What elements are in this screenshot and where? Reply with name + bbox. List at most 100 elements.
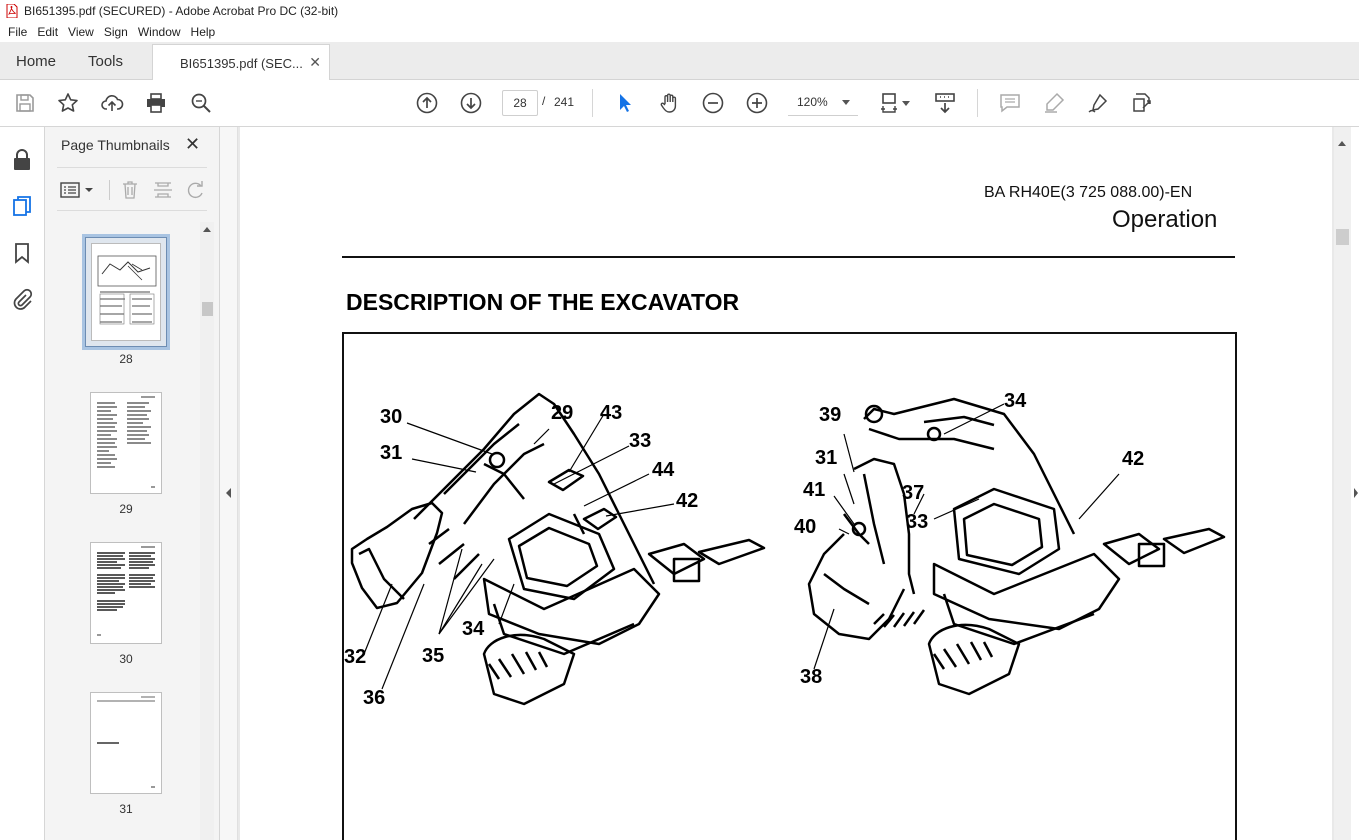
callout-label: 39	[819, 404, 842, 426]
zoom-out-button[interactable]	[700, 90, 726, 116]
tab-home[interactable]: Home	[16, 52, 57, 70]
close-icon[interactable]: ✕	[185, 134, 201, 154]
options-menu-icon[interactable]	[60, 181, 96, 199]
print-button[interactable]	[143, 90, 169, 116]
fill-sign-button[interactable]	[1085, 90, 1111, 116]
menu-view[interactable]: View	[68, 25, 94, 39]
next-page-button[interactable]	[458, 90, 484, 116]
thumbnail-page[interactable]	[82, 234, 170, 350]
callout-label: 33	[629, 430, 652, 452]
menu-bar: File Edit View Sign Window Help	[0, 22, 1359, 42]
attachment-icon	[13, 288, 33, 310]
menu-file[interactable]: File	[8, 25, 28, 39]
comment-button[interactable]	[997, 90, 1023, 116]
bookmarks-button[interactable]	[10, 241, 34, 265]
menu-sign[interactable]: Sign	[103, 25, 128, 39]
thumbnails-scrollbar[interactable]	[200, 222, 214, 840]
page-thumbnails-button[interactable]	[10, 194, 34, 218]
scrollbar-thumb[interactable]	[1336, 229, 1349, 245]
toolbar: 28 / 241 120%	[0, 80, 1359, 127]
callout-label: 29	[551, 402, 574, 424]
panel-collapse-gutter[interactable]	[220, 127, 238, 840]
page-up-icon	[416, 92, 438, 114]
select-cursor-icon	[620, 94, 631, 112]
tab-document[interactable]: BI651395.pdf (SEC... ✕	[152, 44, 330, 81]
expand-right-pane-icon[interactable]	[1354, 488, 1358, 498]
navigation-rail	[0, 127, 45, 840]
scroll-mode-icon	[935, 93, 955, 114]
toolbar-divider	[109, 180, 110, 200]
thumbnail-preview	[97, 396, 155, 488]
close-tab-icon[interactable]: ✕	[309, 54, 321, 70]
select-tool-button[interactable]	[612, 90, 638, 116]
security-button[interactable]	[10, 148, 34, 172]
scroll-up-icon[interactable]	[203, 227, 211, 232]
fit-page-button[interactable]	[877, 90, 903, 116]
fit-page-icon	[881, 93, 897, 113]
menu-help[interactable]: Help	[190, 25, 216, 39]
upload-icon	[101, 95, 124, 111]
page-down-icon	[460, 92, 482, 114]
highlight-icon	[1045, 92, 1065, 113]
thumbnails-panel: Page Thumbnails ✕ 28	[45, 127, 220, 840]
rotate-icon[interactable]	[186, 180, 206, 200]
zoom-level-select[interactable]: 120%	[788, 90, 858, 116]
document-view[interactable]: BA RH40E(3 725 088.00)-EN Operation DESC…	[238, 127, 1334, 840]
collapse-panel-icon[interactable]	[226, 488, 231, 498]
find-button[interactable]	[188, 90, 214, 116]
callout-label: 44	[652, 459, 675, 481]
extract-icon[interactable]	[153, 180, 173, 200]
lock-icon	[14, 149, 30, 170]
thumbnail-label: 29	[119, 502, 133, 516]
hand-tool-button[interactable]	[656, 90, 682, 116]
header-rule	[342, 256, 1235, 258]
tab-document-label: BI651395.pdf (SEC...	[180, 55, 303, 71]
bookmark-star-button[interactable]	[55, 90, 81, 116]
pdf-file-icon	[6, 4, 18, 18]
document-section: Operation	[1112, 206, 1218, 233]
callout-label: 31	[380, 442, 403, 464]
document-scrollbar[interactable]	[1334, 127, 1351, 840]
chevron-down-icon	[842, 100, 850, 105]
zoom-in-icon	[746, 92, 768, 114]
thumbnail-preview-graphic	[97, 255, 157, 325]
highlight-button[interactable]	[1041, 90, 1067, 116]
share-button[interactable]	[1129, 90, 1155, 116]
menu-edit[interactable]: Edit	[37, 25, 59, 39]
pages-icon	[13, 196, 31, 216]
panel-title: Page Thumbnails	[61, 137, 170, 153]
toolbar-divider	[977, 89, 978, 117]
upload-button[interactable]	[99, 90, 125, 116]
delete-icon[interactable]	[120, 180, 140, 200]
thumbnail-preview	[97, 696, 155, 788]
right-pane-edge	[1351, 127, 1359, 840]
tab-tools[interactable]: Tools	[88, 52, 124, 70]
share-icon	[1133, 93, 1151, 112]
scrollbar-thumb[interactable]	[202, 302, 213, 316]
chevron-down-icon[interactable]	[902, 101, 910, 106]
thumbnail-page[interactable]	[90, 692, 162, 794]
menu-window[interactable]: Window	[137, 25, 181, 39]
page-number-input[interactable]: 28	[502, 90, 538, 116]
callout-label: 38	[800, 666, 823, 688]
bookmark-icon	[15, 243, 29, 264]
callout-label: 42	[1122, 448, 1145, 470]
thumbnail-preview	[97, 546, 155, 636]
scroll-up-icon[interactable]	[1338, 141, 1346, 146]
zoom-out-icon	[702, 92, 724, 114]
print-icon	[147, 93, 165, 113]
page-total: 241	[554, 95, 575, 109]
attachments-button[interactable]	[10, 287, 34, 311]
callout-label: 35	[422, 645, 445, 667]
callout-label: 37	[902, 482, 925, 504]
callout-label: 33	[906, 511, 929, 533]
callout-label: 31	[815, 447, 838, 469]
hand-icon	[660, 93, 677, 113]
thumbnail-page[interactable]	[90, 392, 162, 494]
thumbnail-page[interactable]	[90, 542, 162, 644]
previous-page-button[interactable]	[414, 90, 440, 116]
zoom-in-button[interactable]	[744, 90, 770, 116]
save-button[interactable]	[12, 90, 38, 116]
figure-frame: 30 29 43 31 33 44 42 34 32 35 36 34 39 3…	[342, 332, 1237, 840]
scroll-mode-button[interactable]	[932, 90, 958, 116]
